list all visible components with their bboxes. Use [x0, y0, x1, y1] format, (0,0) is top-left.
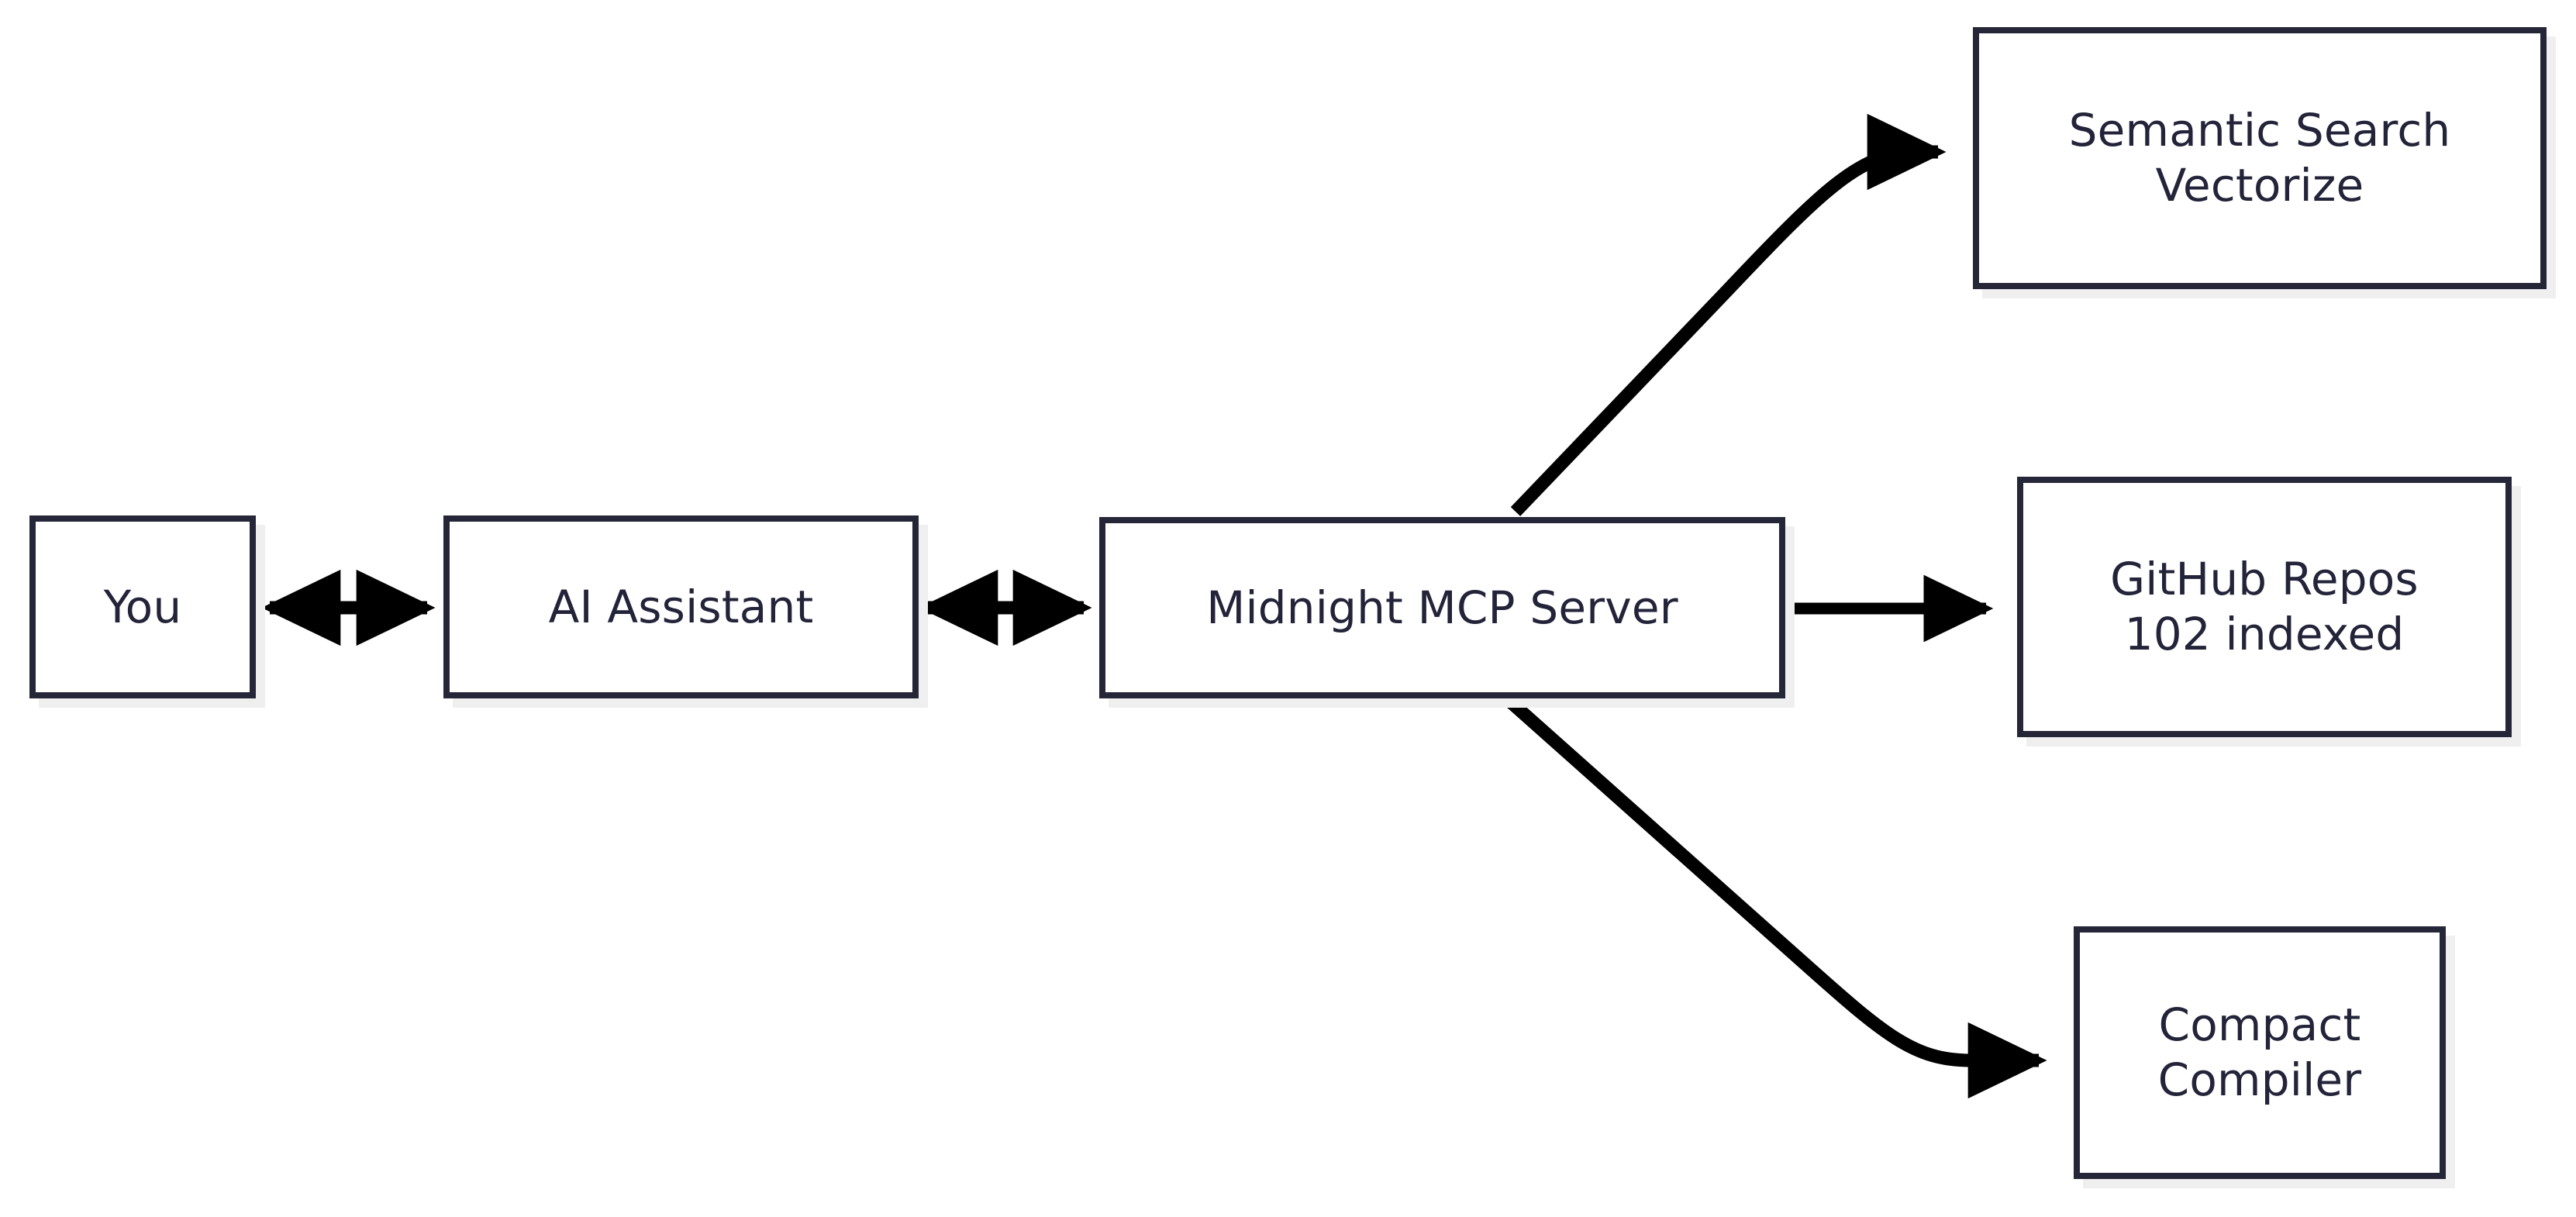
node-ai-assistant[interactable]: AI Assistant: [443, 515, 919, 698]
node-compact-compiler[interactable]: Compact Compiler: [2074, 926, 2446, 1179]
node-semantic-search-vectorize[interactable]: Semantic Search Vectorize: [1973, 27, 2547, 289]
node-compact-compiler-label: Compact Compiler: [2157, 998, 2362, 1106]
node-midnight-mcp-server-label: Midnight MCP Server: [1206, 581, 1678, 634]
node-github-repos[interactable]: GitHub Repos 102 indexed: [2017, 477, 2512, 737]
node-github-repos-label: GitHub Repos 102 indexed: [2110, 553, 2419, 660]
edge-mcp-server-semantic-search: [1510, 113, 1947, 516]
node-semantic-search-vectorize-label: Semantic Search Vectorize: [2068, 104, 2451, 212]
node-you[interactable]: You: [29, 515, 256, 698]
node-ai-assistant-label: AI Assistant: [548, 580, 814, 633]
node-you-label: You: [103, 580, 182, 633]
node-midnight-mcp-server[interactable]: Midnight MCP Server: [1099, 517, 1785, 698]
edge-mcp-server-compact-compiler: [1505, 696, 2047, 1099]
